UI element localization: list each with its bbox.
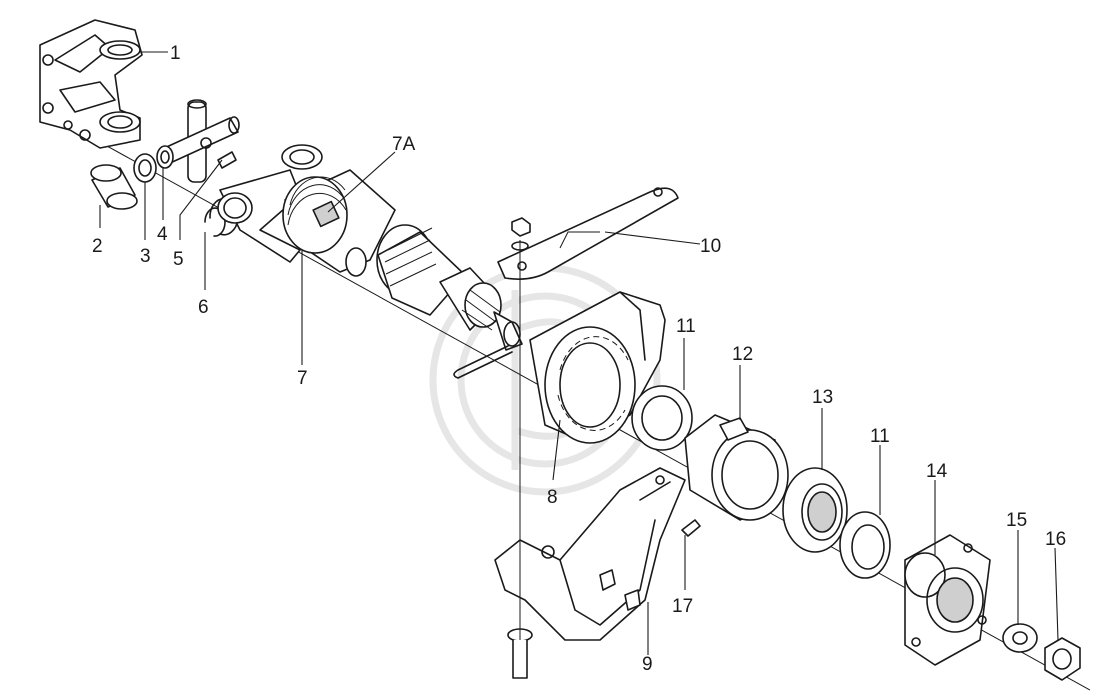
part-1-flange-yoke (39, 19, 143, 149)
label-7a: 7A (392, 134, 416, 155)
label-11-rear: 11 (870, 426, 890, 447)
label-11-front: 11 (676, 316, 696, 337)
part-14-companion-flange (904, 534, 991, 666)
label-14: 14 (926, 461, 948, 482)
part-11-seal-ring-rear (839, 511, 891, 579)
label-2: 2 (92, 236, 103, 257)
part-8-bearing-housing (529, 291, 666, 444)
label-15: 15 (1006, 510, 1027, 531)
universal-joint-cross (159, 99, 240, 183)
part-7a-spline-shaft (376, 224, 523, 351)
part-labels: 1 2 3 4 5 6 7 7A 8 9 10 11 12 13 11 14 1… (92, 43, 1066, 675)
label-12: 12 (732, 344, 753, 365)
part-7-sleeve-yoke (217, 144, 396, 277)
label-1: 1 (170, 43, 181, 64)
part-2-bearing-cap (90, 164, 138, 210)
label-10: 10 (700, 236, 721, 257)
label-6: 6 (198, 297, 209, 318)
part-15-washer (1002, 623, 1038, 653)
label-9: 9 (642, 654, 653, 675)
part-16-castle-nut (1044, 637, 1081, 681)
label-3: 3 (140, 246, 151, 267)
nut-and-washer (511, 217, 531, 251)
part-4-washer (156, 145, 174, 169)
part-3-seal (133, 153, 157, 183)
part-12-bearing-sleeve (684, 414, 789, 521)
leader-lines (99, 51, 1059, 655)
part-17-grease-nipple (681, 519, 701, 537)
label-17: 17 (672, 596, 693, 617)
part-11-seal-ring-front (631, 385, 693, 451)
label-13: 13 (812, 387, 833, 408)
label-16: 16 (1045, 529, 1066, 550)
label-5: 5 (173, 249, 184, 270)
part-10-bracket-strap (497, 187, 679, 280)
label-8: 8 (547, 487, 558, 508)
part-13-ball-bearing (782, 467, 848, 553)
part-9-support-bracket (494, 467, 686, 641)
label-7: 7 (297, 368, 308, 389)
cotter-pin (453, 345, 513, 379)
label-4: 4 (157, 224, 168, 245)
